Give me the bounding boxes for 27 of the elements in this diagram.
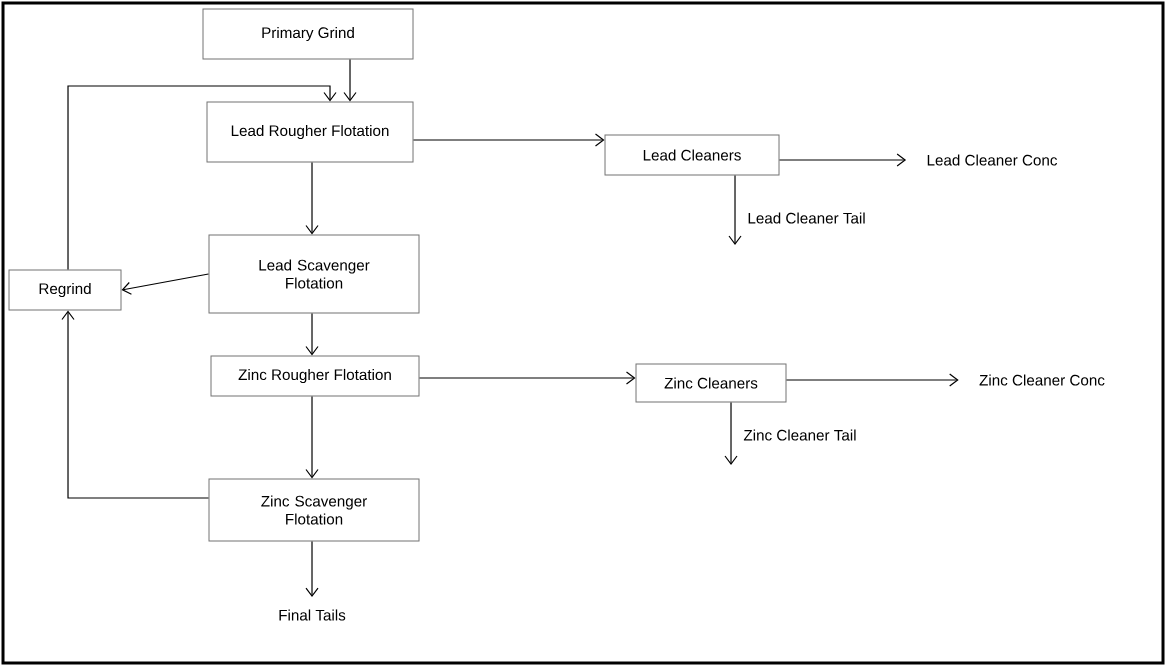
- process-box: Primary Grind: [202, 8, 414, 60]
- arrow: [67, 85, 337, 271]
- arrow: [724, 401, 738, 465]
- arrow: [305, 312, 319, 356]
- output-label: Zinc Cleaner Conc: [979, 374, 1105, 386]
- arrow: [305, 395, 319, 479]
- arrow: [343, 58, 357, 102]
- output-label: Final Tails: [279, 609, 346, 621]
- process-box: Lead Cleaners: [604, 134, 780, 176]
- process-box: Lead Rougher Flotation: [206, 101, 414, 163]
- process-box: Zinc Rougher Flotation: [210, 355, 420, 397]
- output-label: Lead Cleaner Conc: [927, 154, 1058, 166]
- process-box: Lead Scavenger Flotation: [208, 234, 420, 314]
- arrow: [305, 161, 319, 235]
- process-box: Zinc Cleaners: [635, 363, 787, 403]
- arrow: [728, 174, 742, 245]
- process-box: Zinc Scavenger Flotation: [208, 478, 420, 542]
- edge-label: Lead Cleaner Tail: [745, 210, 868, 226]
- arrow: [418, 371, 636, 385]
- process-box: Regrind: [8, 269, 122, 311]
- arrow: [121, 273, 210, 295]
- edge-label: Zinc Cleaner Tail: [741, 427, 859, 443]
- arrow: [412, 133, 605, 147]
- arrow: [778, 153, 907, 167]
- arrow: [785, 373, 959, 387]
- arrow: [305, 540, 319, 597]
- arrow: [61, 310, 210, 499]
